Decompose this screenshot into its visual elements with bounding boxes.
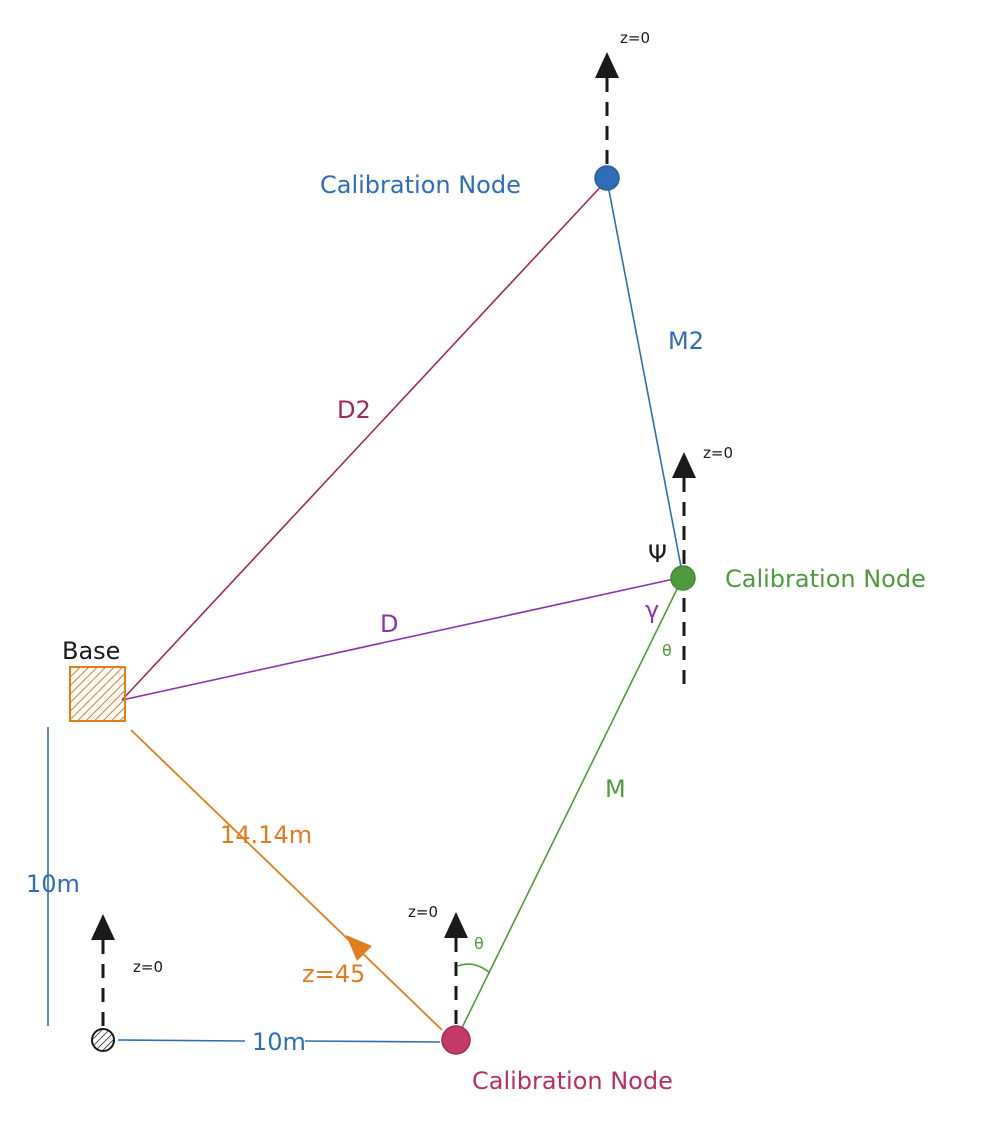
z-axis-blue: [595, 52, 619, 180]
green-node-label: Calibration Node: [725, 565, 926, 593]
base-to-red-length-label: 14.14m: [220, 821, 312, 849]
base-square[interactable]: [69, 666, 126, 722]
d2-label: D2: [337, 396, 371, 424]
edge-m: [455, 576, 684, 1041]
horizontal-dimension-line-left: [117, 1039, 246, 1042]
d-label: D: [380, 610, 398, 638]
base-label: Base: [62, 637, 120, 665]
theta-arc-bottom: [457, 963, 491, 974]
horizontal-dimension-label: 10m: [252, 1028, 306, 1056]
m2-label: M2: [668, 327, 704, 355]
z-axis-origin: [91, 914, 115, 1028]
z-red-label: z=0: [408, 903, 438, 921]
m-label: M: [605, 775, 626, 803]
edge-d: [121, 576, 684, 701]
origin-node[interactable]: [91, 1028, 115, 1052]
edge-m2: [606, 179, 684, 578]
z-green-label: z=0: [703, 444, 733, 462]
z-axis-red: [444, 912, 468, 1040]
base-direction-arrowhead: [346, 935, 372, 961]
theta-top-label: θ: [662, 641, 672, 660]
edge-d2: [121, 179, 608, 701]
horizontal-dimension-line-right: [304, 1040, 441, 1043]
gamma-angle-label: γ: [645, 596, 659, 624]
edge-base-to-red: [130, 729, 443, 1031]
theta-bottom-label: θ: [474, 934, 484, 953]
vertical-dimension-label: 10m: [26, 870, 80, 898]
calibration-node-red[interactable]: [441, 1025, 471, 1055]
blue-node-label: Calibration Node: [320, 171, 521, 199]
psi-angle-label: Ψ: [648, 540, 667, 568]
z-base-arrow-label: z=45: [302, 960, 365, 988]
z-blue-label: z=0: [620, 29, 650, 47]
calibration-node-green[interactable]: [670, 565, 696, 591]
calibration-node-blue[interactable]: [594, 165, 620, 191]
z-origin-label: z=0: [133, 958, 163, 976]
red-node-label: Calibration Node: [472, 1067, 673, 1095]
